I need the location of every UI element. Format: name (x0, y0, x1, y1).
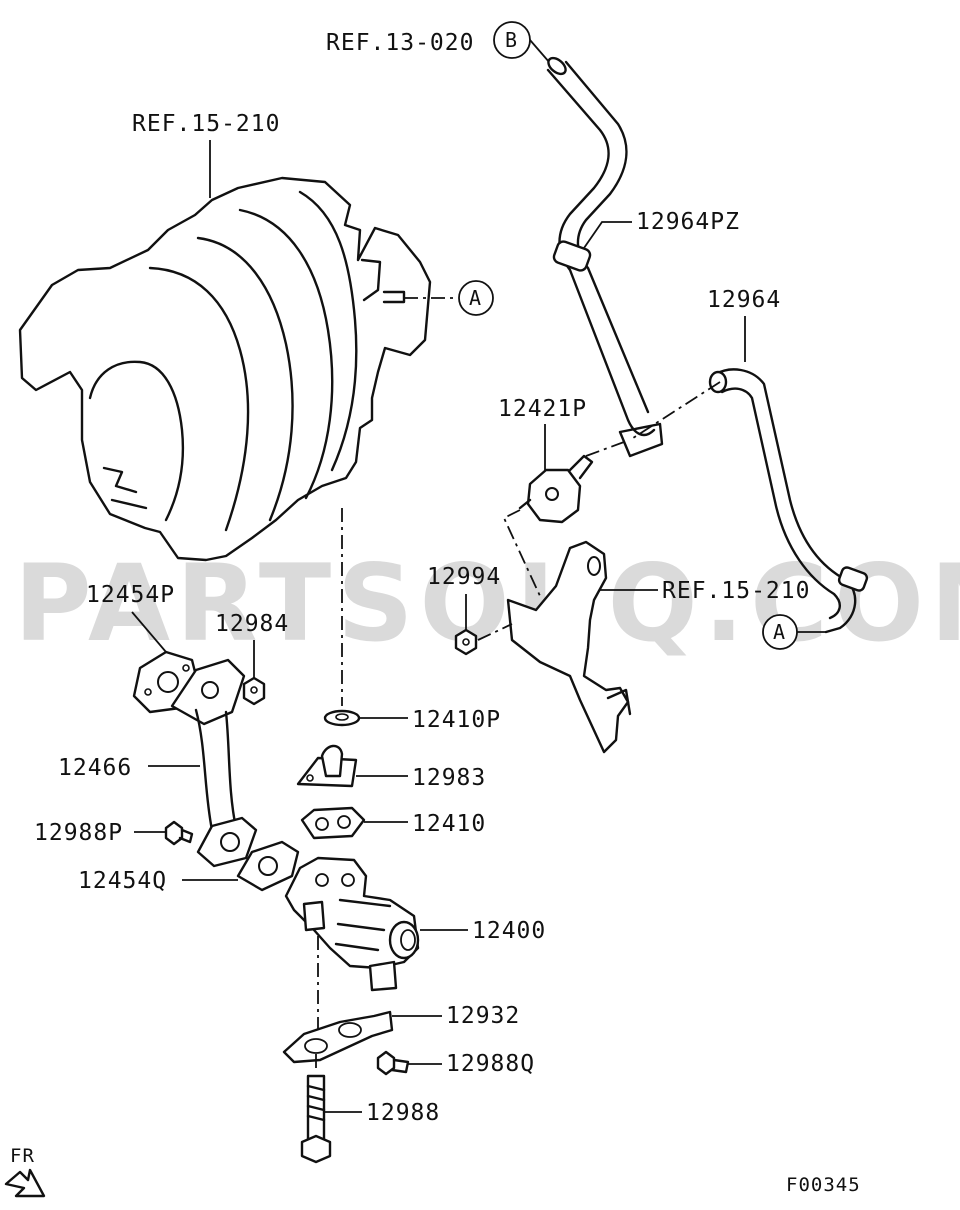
bolt-12988q[interactable] (376, 1050, 410, 1076)
solenoid-valve-12421p[interactable] (518, 454, 594, 524)
nut-12984[interactable] (242, 676, 266, 706)
egr-pipe-12466[interactable] (170, 658, 258, 868)
bracket[interactable] (506, 540, 632, 754)
washer-12410p[interactable] (323, 709, 361, 727)
label-12410: 12410 (412, 811, 486, 837)
hose-joint-dashline (629, 381, 721, 441)
bracket-12932[interactable] (282, 1010, 394, 1064)
plate-12983[interactable] (296, 744, 358, 788)
label-12994: 12994 (427, 564, 501, 590)
figure-code: F00345 (786, 1174, 861, 1196)
direction-label: FR (10, 1145, 35, 1167)
label-12988q: 12988Q (446, 1051, 535, 1077)
label-12466: 12466 (58, 755, 132, 781)
callout-a-bottom-text: A (773, 620, 785, 644)
ref-15-210-bracket-label: REF.15-210 (662, 578, 810, 604)
front-direction-arrow-icon (4, 1168, 46, 1198)
egr-valve-12400[interactable] (284, 856, 420, 992)
nut-12994[interactable] (454, 628, 478, 656)
label-12983: 12983 (412, 765, 486, 791)
callout-b-text: B (505, 28, 517, 52)
nut-bracket-dashline (477, 623, 513, 641)
solenoid-hose-dashline (585, 441, 625, 457)
ref-13-020-label: REF.13-020 (326, 30, 474, 56)
ref-15-210-top-label: REF.15-210 (132, 111, 280, 137)
leader-12454p (131, 611, 167, 653)
bolt-12988p[interactable] (164, 820, 194, 846)
hose-12964pz[interactable] (545, 55, 664, 458)
label-12964: 12964 (707, 287, 781, 313)
label-12454q: 12454Q (78, 868, 167, 894)
label-12988: 12988 (366, 1100, 440, 1126)
label-12454p: 12454P (86, 582, 175, 608)
label-12400: 12400 (472, 918, 546, 944)
solenoid-bracket-dashline (502, 509, 541, 597)
callout-a-circle-top (458, 280, 494, 316)
leader-12964pz (583, 221, 632, 249)
callout-a-top-text: A (469, 286, 481, 310)
label-12410p: 12410P (412, 707, 501, 733)
label-12421p: 12421P (498, 396, 587, 422)
label-12964pz: 12964PZ (636, 209, 740, 235)
label-12984: 12984 (215, 611, 289, 637)
turbocharger-housing[interactable] (18, 176, 432, 562)
label-12988p: 12988P (34, 820, 123, 846)
hose-12964[interactable] (708, 368, 869, 634)
bolt-12988[interactable] (300, 1074, 332, 1164)
gasket-12410[interactable] (300, 806, 366, 840)
gasket-12454q[interactable] (236, 840, 300, 892)
label-12932: 12932 (446, 1003, 520, 1029)
